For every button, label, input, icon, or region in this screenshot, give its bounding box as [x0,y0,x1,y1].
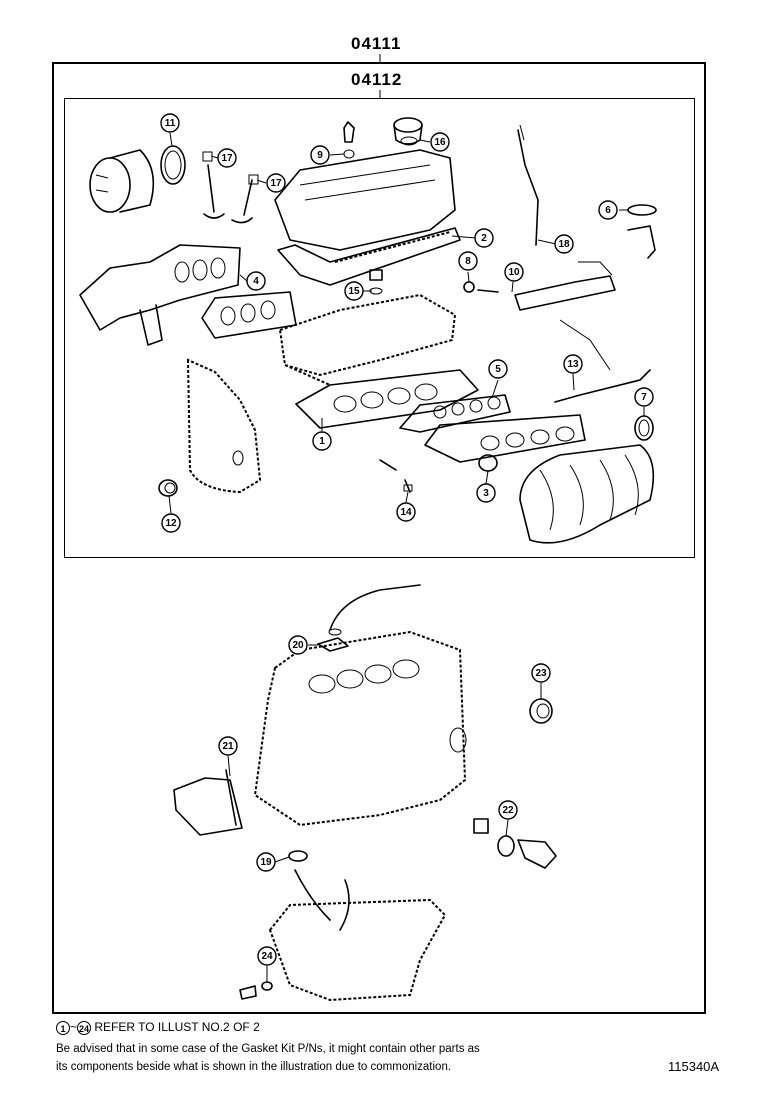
commonization-note-line1: Be advised that in some case of the Gask… [56,1043,480,1055]
cylinder-head-part [278,293,457,386]
callout-4: 4 [246,271,266,291]
callout-1: 1 [312,431,332,451]
drain-plug-part [239,981,273,1000]
callout-7: 7 [634,387,654,407]
callout-label: 7 [641,392,647,403]
outer-kit-frame [52,62,706,1014]
callout-label: 1 [319,436,325,447]
callout-label: 4 [253,276,259,287]
callout-3: 3 [476,483,496,503]
callout-23: 23 [531,663,551,683]
callout-label: 12 [165,518,177,529]
plug-14-part [379,459,413,493]
kit-code-inner: 04112 [351,70,403,89]
gasket-21-part [317,637,349,652]
callout-20: 20 [288,635,308,655]
intake-manifold-part [519,444,655,544]
timing-cover-gasket-part [186,358,262,494]
range-separator: ~ [70,1020,78,1034]
cylinder-head-cover-part [274,149,456,251]
commonization-note-line2: its components beside what is shown in t… [56,1061,452,1073]
exhaust-gasket-part [201,291,297,339]
callout-14: 14 [396,502,416,522]
callout-label: 14 [400,507,412,518]
callout-22: 22 [498,800,518,820]
callout-label: 15 [348,286,360,297]
callout-15: 15 [344,281,364,301]
gasket-13-part [554,319,651,403]
callout-label: 17 [221,153,233,164]
callout-12: 12 [161,513,181,533]
oil-pan-part [268,869,447,1002]
intake-gasket-part [399,394,511,433]
callout-label: 5 [495,364,501,375]
head-cover-gasket-part [277,227,461,286]
callout-label: 3 [483,488,489,499]
range-start-badge: 1 [56,1020,70,1035]
oil-pipe-part [328,584,421,636]
crank-pulley-part [89,149,155,213]
callout-label: 10 [508,267,520,278]
kit-code-outer: 04111 [351,34,402,53]
bolt-9-part [343,121,355,159]
callout-label: 17 [270,178,282,189]
gasket-6-part [627,204,657,259]
seal-23-part [529,698,553,724]
callout-9: 9 [310,145,330,165]
callout-17: 17 [217,148,237,168]
callout-label: 22 [502,805,514,816]
oil-filler-cap-part [393,117,423,146]
callout-label: 16 [434,137,446,148]
callout-2: 2 [474,228,494,248]
gasket-19-part [288,850,308,862]
fuel-rail-part [463,261,616,311]
callout-range-note: 1~24 REFER TO ILLUST NO.2 OF 2 [56,1020,260,1035]
exhaust-manifold-part [79,244,241,346]
head-gasket-1-part [295,369,479,429]
callout-label: 11 [165,118,176,129]
dipstick-part [517,124,539,246]
callout-24: 24 [257,946,277,966]
range-end-badge: 24 [77,1020,92,1035]
callout-17: 17 [266,173,286,193]
callout-label: 24 [261,951,273,962]
callout-label: 21 [222,741,234,752]
plug-15-part [369,269,383,295]
callout-label: 2 [481,233,487,244]
oil-seal-11-part [160,145,186,185]
callout-13: 13 [563,354,583,374]
callout-8: 8 [458,251,478,271]
callout-5: 5 [488,359,508,379]
callout-label: 9 [317,150,323,161]
refer-text: REFER TO ILLUST NO.2 OF 2 [94,1020,260,1034]
callout-21: 21 [218,736,238,756]
callout-label: 19 [260,857,272,868]
oil-filter-union-part [473,818,557,869]
oil-seal-12-part [158,479,178,497]
callout-label: 20 [292,640,304,651]
callout-label: 8 [465,256,471,267]
intake-spacer-part [424,414,586,472]
seal-7-part [634,415,654,441]
callout-label: 18 [558,239,570,250]
callout-18: 18 [554,234,574,254]
illustration-id: 115340A [668,1059,720,1074]
callout-label: 6 [605,205,611,216]
callout-label: 23 [535,668,547,679]
callout-6: 6 [598,200,618,220]
cylinder-block-part [253,630,467,827]
callout-11: 11 [160,113,180,133]
callout-19: 19 [256,852,276,872]
callout-10: 10 [504,262,524,282]
callout-16: 16 [430,132,450,152]
inner-kit-frame [64,98,695,558]
callout-label: 13 [567,359,579,370]
water-inlet-part [173,769,243,836]
